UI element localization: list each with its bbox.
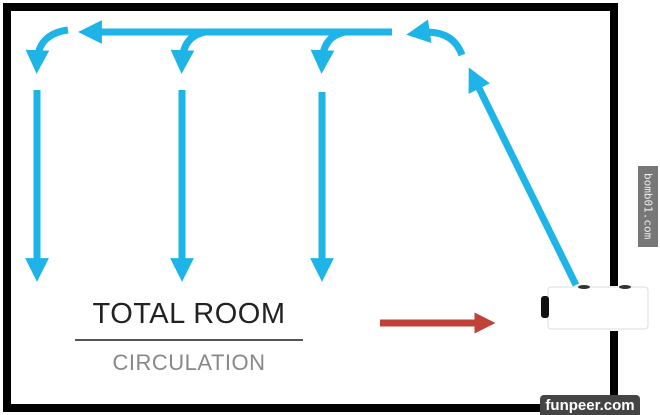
curve-mid-arrow xyxy=(170,28,206,74)
air-conditioner-unit xyxy=(541,285,649,330)
divider xyxy=(75,339,303,341)
airflow-arrows xyxy=(25,19,580,287)
room-walls xyxy=(3,3,618,412)
subtitle-label: CIRCULATION xyxy=(112,350,266,375)
title-label: TOTAL ROOM xyxy=(92,298,286,330)
bottom-watermark: funpeer.com xyxy=(540,395,640,415)
diagonal-arrow xyxy=(468,67,580,287)
top-right-curve-arrow xyxy=(406,19,466,57)
curve-left-arrow xyxy=(25,26,69,74)
curve-right-arrow xyxy=(310,28,346,74)
side-watermark: bomb01.com xyxy=(638,166,658,247)
